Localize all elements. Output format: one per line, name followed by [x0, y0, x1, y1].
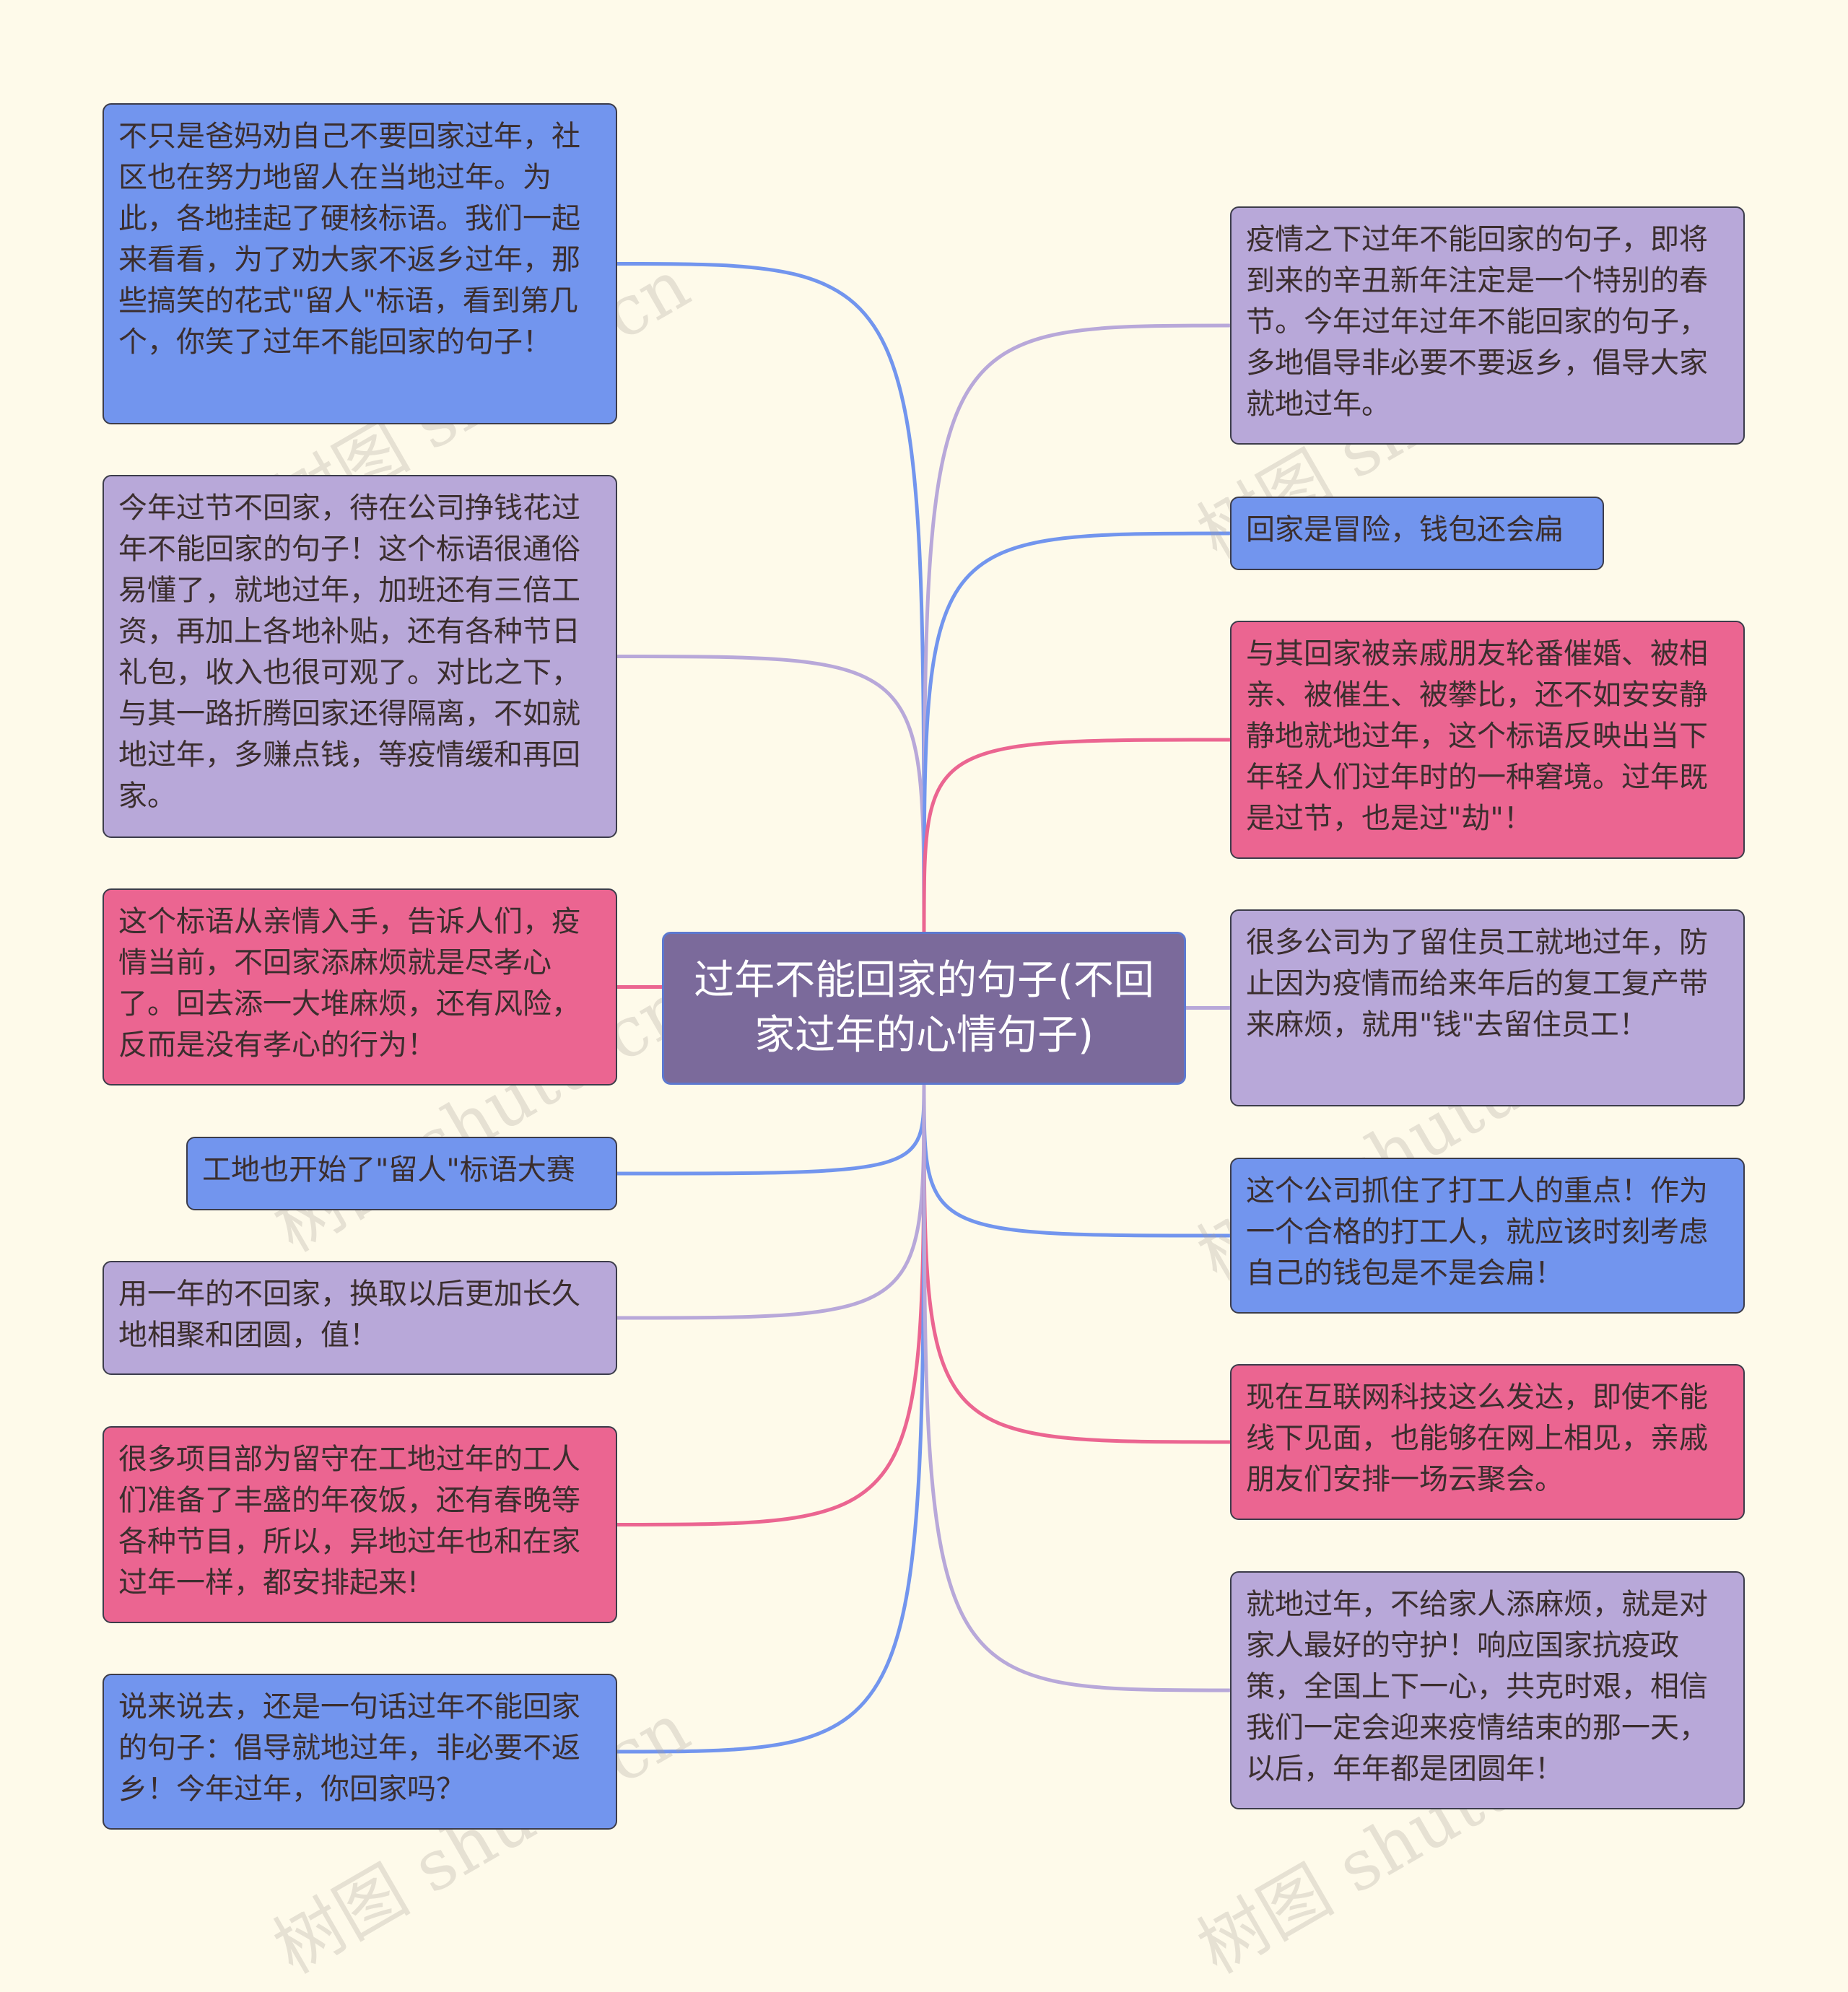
- connector-line: [922, 1084, 1231, 1692]
- right-node-3[interactable]: 与其回家被亲戚朋友轮番催婚、被相亲、被催生、被攀比，还不如安安静静地就地过年，这…: [1230, 621, 1745, 859]
- left-node-7[interactable]: 说来说去，还是一句话过年不能回家的句子：倡导就地过年，非必要不返乡！今年过年，你…: [103, 1674, 617, 1830]
- connector-line: [616, 1084, 926, 1526]
- connector-line: [616, 1084, 926, 1754]
- connector-line: [616, 655, 926, 932]
- connector-line: [922, 738, 1231, 932]
- right-node-6[interactable]: 现在互联网科技这么发达，即使不能线下见面，也能够在网上相见，亲戚朋友们安排一场云…: [1230, 1364, 1745, 1520]
- right-node-6-text: 现在互联网科技这么发达，即使不能线下见面，也能够在网上相见，亲戚朋友们安排一场云…: [1246, 1381, 1708, 1496]
- right-node-2[interactable]: 回家是冒险，钱包还会扁: [1230, 497, 1604, 570]
- connector-line: [922, 323, 1231, 932]
- right-node-1-text: 疫情之下过年不能回家的句子，即将到来的辛丑新年注定是一个特别的春节。今年过年过年…: [1246, 223, 1708, 421]
- left-node-6[interactable]: 很多项目部为留守在工地过年的工人们准备了丰盛的年夜饭，还有春晚等各种节目，所以，…: [103, 1426, 617, 1623]
- left-node-4-text: 工地也开始了"留人"标语大赛: [202, 1153, 575, 1187]
- right-node-7[interactable]: 就地过年，不给家人添麻烦，就是对家人最好的守护！响应国家抗疫政策，全国上下一心，…: [1230, 1571, 1745, 1809]
- left-node-1[interactable]: 不只是爸妈劝自己不要回家过年，社区也在努力地留人在当地过年。为此，各地挂起了硬核…: [103, 103, 617, 424]
- connector-lines: [616, 262, 1231, 1754]
- left-node-3[interactable]: 这个标语从亲情入手，告诉人们，疫情当前，不回家添麻烦就是尽孝心了。回去添一大堆麻…: [103, 888, 617, 1085]
- connector-line: [616, 262, 926, 932]
- right-node-2-text: 回家是冒险，钱包还会扁: [1246, 513, 1564, 546]
- left-node-3-text: 这个标语从亲情入手，告诉人们，疫情当前，不回家添麻烦就是尽孝心了。回去添一大堆麻…: [118, 905, 580, 1062]
- connector-line: [922, 531, 1231, 932]
- right-node-5[interactable]: 这个公司抓住了打工人的重点！作为一个合格的打工人，就应该时刻考虑自己的钱包是不是…: [1230, 1158, 1745, 1314]
- connector-line: [922, 1084, 1231, 1444]
- right-node-4[interactable]: 很多公司为了留住员工就地过年，防止因为疫情而给来年后的复工复产带来麻烦，就用"钱…: [1230, 909, 1745, 1106]
- right-node-5-text: 这个公司抓住了打工人的重点！作为一个合格的打工人，就应该时刻考虑自己的钱包是不是…: [1246, 1174, 1708, 1290]
- connector-line: [616, 1084, 926, 1320]
- left-node-7-text: 说来说去，还是一句话过年不能回家的句子：倡导就地过年，非必要不返乡！今年过年，你…: [118, 1690, 580, 1806]
- left-node-2[interactable]: 今年过节不回家，待在公司挣钱花过年不能回家的句子！这个标语很通俗易懂了，就地过年…: [103, 475, 617, 838]
- right-node-1[interactable]: 疫情之下过年不能回家的句子，即将到来的辛丑新年注定是一个特别的春节。今年过年过年…: [1230, 206, 1745, 445]
- left-node-5[interactable]: 用一年的不回家，换取以后更加长久地相聚和团圆，值！: [103, 1261, 617, 1375]
- connector-line: [922, 1084, 1231, 1238]
- central-topic-text: 过年不能回家的句子(不回家过年的心情句子): [694, 957, 1154, 1059]
- right-node-3-text: 与其回家被亲戚朋友轮番催婚、被相亲、被催生、被攀比，还不如安安静静地就地过年，这…: [1246, 637, 1708, 835]
- left-node-4[interactable]: 工地也开始了"留人"标语大赛: [186, 1137, 617, 1210]
- left-node-1-text: 不只是爸妈劝自己不要回家过年，社区也在努力地留人在当地过年。为此，各地挂起了硬核…: [118, 120, 580, 359]
- right-node-7-text: 就地过年，不给家人添麻烦，就是对家人最好的守护！响应国家抗疫政策，全国上下一心，…: [1246, 1588, 1708, 1786]
- left-node-5-text: 用一年的不回家，换取以后更加长久地相聚和团圆，值！: [118, 1277, 580, 1352]
- mind-map-canvas: 树图 shutu.cn 树图 shutu.cn 树图 shutu.cn 树图 s…: [103, 103, 1745, 1989]
- right-node-4-text: 很多公司为了留住员工就地过年，防止因为疫情而给来年后的复工复产带来麻烦，就用"钱…: [1246, 926, 1708, 1041]
- left-node-6-text: 很多项目部为留守在工地过年的工人们准备了丰盛的年夜饭，还有春晚等各种节目，所以，…: [118, 1443, 580, 1599]
- left-node-2-text: 今年过节不回家，待在公司挣钱花过年不能回家的句子！这个标语很通俗易懂了，就地过年…: [118, 492, 580, 813]
- connector-line: [616, 1084, 926, 1176]
- central-topic[interactable]: 过年不能回家的句子(不回家过年的心情句子): [662, 932, 1186, 1085]
